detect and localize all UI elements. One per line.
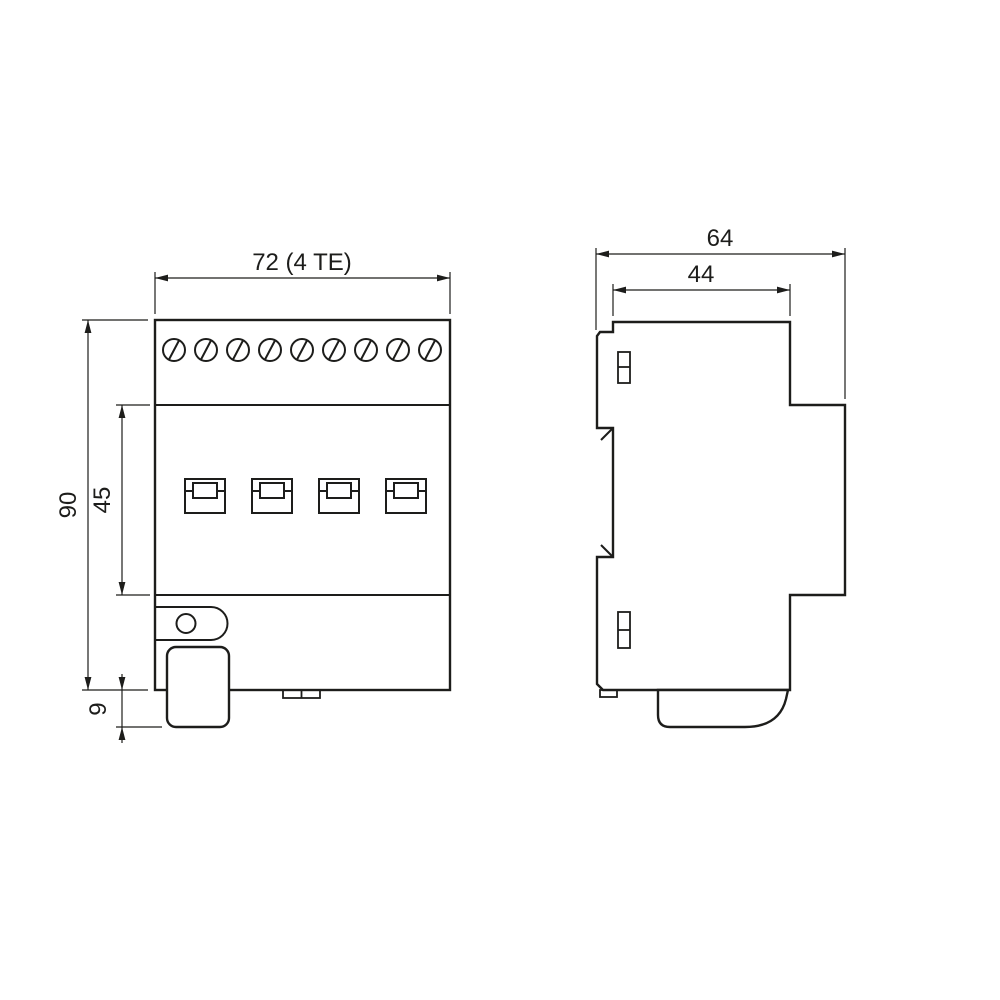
arrowhead [596, 250, 609, 258]
slide-switch [184, 478, 226, 514]
arrowhead [437, 274, 450, 282]
side-bus-connector [599, 689, 618, 698]
programming-button [175, 613, 197, 634]
side-housing-profile [595, 320, 847, 692]
screw-terminal [194, 338, 218, 362]
dim-front-height-total: 90 [55, 319, 148, 691]
screw-terminal [322, 338, 346, 362]
side-view: 64 44 [595, 225, 847, 729]
slide-switch [318, 478, 360, 514]
terminal-row [162, 338, 442, 362]
arrowhead [613, 286, 626, 294]
switch-row [184, 478, 427, 514]
screw-terminal [226, 338, 250, 362]
arrowhead [118, 677, 126, 690]
dim-label-depth-housing: 44 [688, 261, 715, 288]
dim-front-height-center: 45 [89, 404, 150, 596]
programming-button-recess [155, 606, 229, 641]
arrowhead [118, 727, 126, 740]
dim-side-depth-housing: 44 [612, 261, 791, 316]
slide-switch [385, 478, 427, 514]
screw-terminal [258, 338, 282, 362]
arrowhead [832, 250, 845, 258]
dim-label-height-bottom: 9 [85, 702, 112, 715]
arrowhead [777, 286, 790, 294]
dim-front-width: 72 (4 TE) [154, 249, 451, 314]
dim-label-height-total: 90 [55, 492, 82, 519]
dim-front-height-bottom: 9 [85, 674, 162, 743]
bus-connector-notch [282, 689, 321, 699]
dim-label-height-center: 45 [89, 487, 116, 514]
arrowhead [155, 274, 168, 282]
screw-terminal [290, 338, 314, 362]
arrowhead [118, 582, 126, 595]
side-terminal-window-bottom [617, 611, 631, 649]
screw-terminal [418, 338, 442, 362]
screw-terminal [354, 338, 378, 362]
side-terminal-window-top [617, 351, 631, 384]
front-view: 72 (4 TE) 90 45 9 [55, 249, 452, 743]
side-bus-cover-flap [656, 688, 790, 729]
din-rail-claws [600, 427, 614, 558]
screw-terminal [162, 338, 186, 362]
dim-side-depth-total: 64 [595, 225, 846, 399]
bus-cover-flap [165, 645, 231, 729]
arrowhead [118, 405, 126, 418]
front-housing-body [153, 318, 452, 692]
dim-label-depth-total: 64 [707, 225, 734, 252]
dim-label-width: 72 (4 TE) [252, 249, 352, 276]
slide-switch [251, 478, 293, 514]
screw-terminal [386, 338, 410, 362]
arrowhead [84, 677, 92, 690]
arrowhead [84, 320, 92, 333]
